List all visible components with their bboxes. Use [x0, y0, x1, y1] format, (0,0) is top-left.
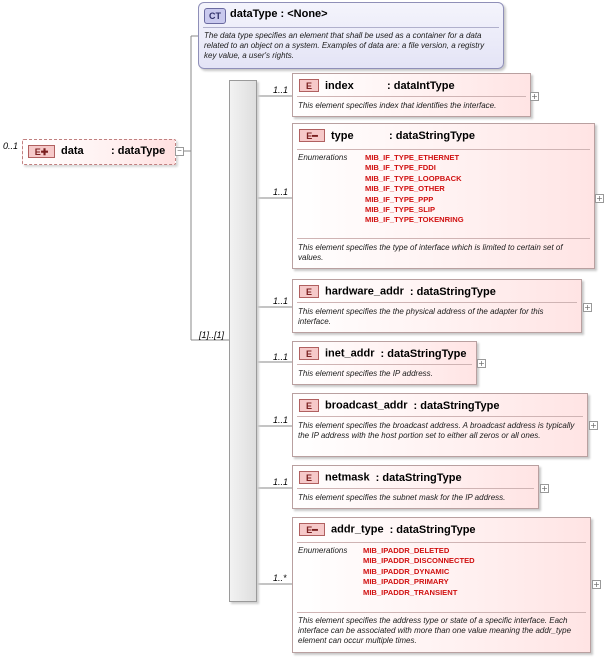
element-description: This element specifies the address type … [298, 616, 572, 645]
occurrence-netmask: 1..1 [273, 477, 289, 487]
element-badge: E [299, 471, 319, 484]
element-description: This element specifies index that identi… [298, 101, 497, 110]
enum-value: MIB_IF_TYPE_OTHER [365, 184, 445, 194]
sequence-compositor[interactable] [229, 80, 257, 602]
element-name: index [325, 79, 354, 92]
element-name: hardware_addr [325, 285, 404, 298]
element-badge: E✚ [28, 145, 55, 158]
enum-value: MIB_IF_TYPE_TOKENRING [365, 215, 464, 225]
divider [203, 27, 499, 28]
complex-type-title: dataType : <None> [230, 8, 328, 20]
enum-value: MIB_IF_TYPE_PPP [365, 194, 434, 204]
enum-value: MIB_IF_TYPE_LOOPBACK [365, 173, 462, 183]
element-type: : dataStringType [389, 523, 476, 536]
divider [297, 542, 586, 543]
element-type-enum[interactable]: E━ type : dataStringType Enumerations MIB_… [292, 123, 595, 269]
root-element-data[interactable]: E✚ data : dataType [22, 139, 176, 165]
root-element-name: data [61, 145, 84, 157]
enum-value: MIB_IF_TYPE_ETHERNET [365, 153, 460, 162]
enumerations-label: Enumerations [298, 153, 348, 162]
expand-icon[interactable]: + [583, 303, 592, 312]
element-badge: E━ [299, 129, 325, 142]
enum-value: MIB_IPADDR_TRANSIENT [363, 587, 458, 597]
element-type: : dataStringType [413, 399, 500, 412]
occurrence-addr-type: 1..* [273, 573, 287, 583]
enum-value: MIB_IPADDR_PRIMARY [363, 577, 449, 587]
element-description: This element specifies the type of inter… [298, 243, 563, 262]
root-occurrence: 0..1 [3, 141, 19, 151]
divider [297, 96, 526, 97]
occurrence-hardware-addr: 1..1 [273, 296, 289, 306]
element-description: This element specifies the broadcast add… [298, 421, 575, 440]
element-description: This element specifies the the physical … [298, 307, 544, 326]
expand-icon[interactable]: + [477, 359, 486, 368]
element-addr-type[interactable]: E━ addr_type : dataStringType Enumerations… [292, 517, 591, 653]
expand-icon[interactable]: + [595, 194, 604, 203]
element-type: : dataStringType [409, 285, 496, 298]
divider [297, 238, 590, 239]
element-badge: E━ [299, 523, 325, 536]
element-name: netmask [325, 471, 370, 484]
element-description: This element specifies the IP address. [298, 369, 433, 378]
expand-icon[interactable]: + [540, 484, 549, 493]
element-badge: E [299, 79, 319, 92]
expand-icon[interactable]: + [530, 92, 539, 101]
element-name: broadcast_addr [325, 399, 408, 412]
complex-type-box[interactable]: CT dataType : <None> The data type speci… [198, 2, 504, 69]
element-badge: E [299, 399, 319, 412]
collapse-icon[interactable]: − [175, 147, 184, 156]
occurrence-index: 1..1 [273, 85, 289, 95]
element-name: addr_type [331, 523, 384, 536]
enum-value: MIB_IPADDR_DELETED [363, 546, 450, 555]
sequence-occurrence: [1]..[1] [199, 330, 225, 340]
element-type: : dataIntType [387, 79, 455, 92]
element-name: type [331, 129, 354, 142]
divider [297, 612, 586, 613]
enum-value: MIB_IPADDR_DYNAMIC [363, 566, 450, 576]
enumerations-list: MIB_IF_TYPE_ETHERNET MIB_IF_TYPE_FDDI MI… [365, 153, 464, 226]
divider [297, 364, 472, 365]
occurrence-type: 1..1 [273, 187, 289, 197]
divider [297, 488, 534, 489]
expand-icon[interactable]: + [589, 421, 598, 430]
element-type: : dataStringType [375, 471, 462, 484]
element-name: inet_addr [325, 347, 375, 360]
expand-icon[interactable]: + [592, 580, 601, 589]
element-type: : dataStringType [380, 347, 467, 360]
element-type: : dataStringType [389, 129, 475, 142]
divider [297, 416, 583, 417]
element-description: This element specifies the subnet mask f… [298, 493, 506, 502]
enum-value: MIB_IF_TYPE_SLIP [365, 205, 436, 215]
enum-value: MIB_IPADDR_DISCONNECTED [363, 556, 475, 566]
occurrence-broadcast-addr: 1..1 [273, 415, 289, 425]
element-badge: E [299, 347, 319, 360]
root-element-type: : dataType [111, 145, 166, 157]
enumerations-list: MIB_IPADDR_DELETED MIB_IPADDR_DISCONNECT… [363, 546, 475, 598]
occurrence-inet-addr: 1..1 [273, 352, 289, 362]
complex-type-badge: CT [204, 8, 226, 24]
complex-type-description: The data type specifies an element that … [204, 31, 485, 60]
divider [297, 302, 577, 303]
element-badge: E [299, 285, 319, 298]
enumerations-label: Enumerations [298, 546, 348, 555]
enum-value: MIB_IF_TYPE_FDDI [365, 163, 436, 173]
divider [297, 149, 590, 150]
